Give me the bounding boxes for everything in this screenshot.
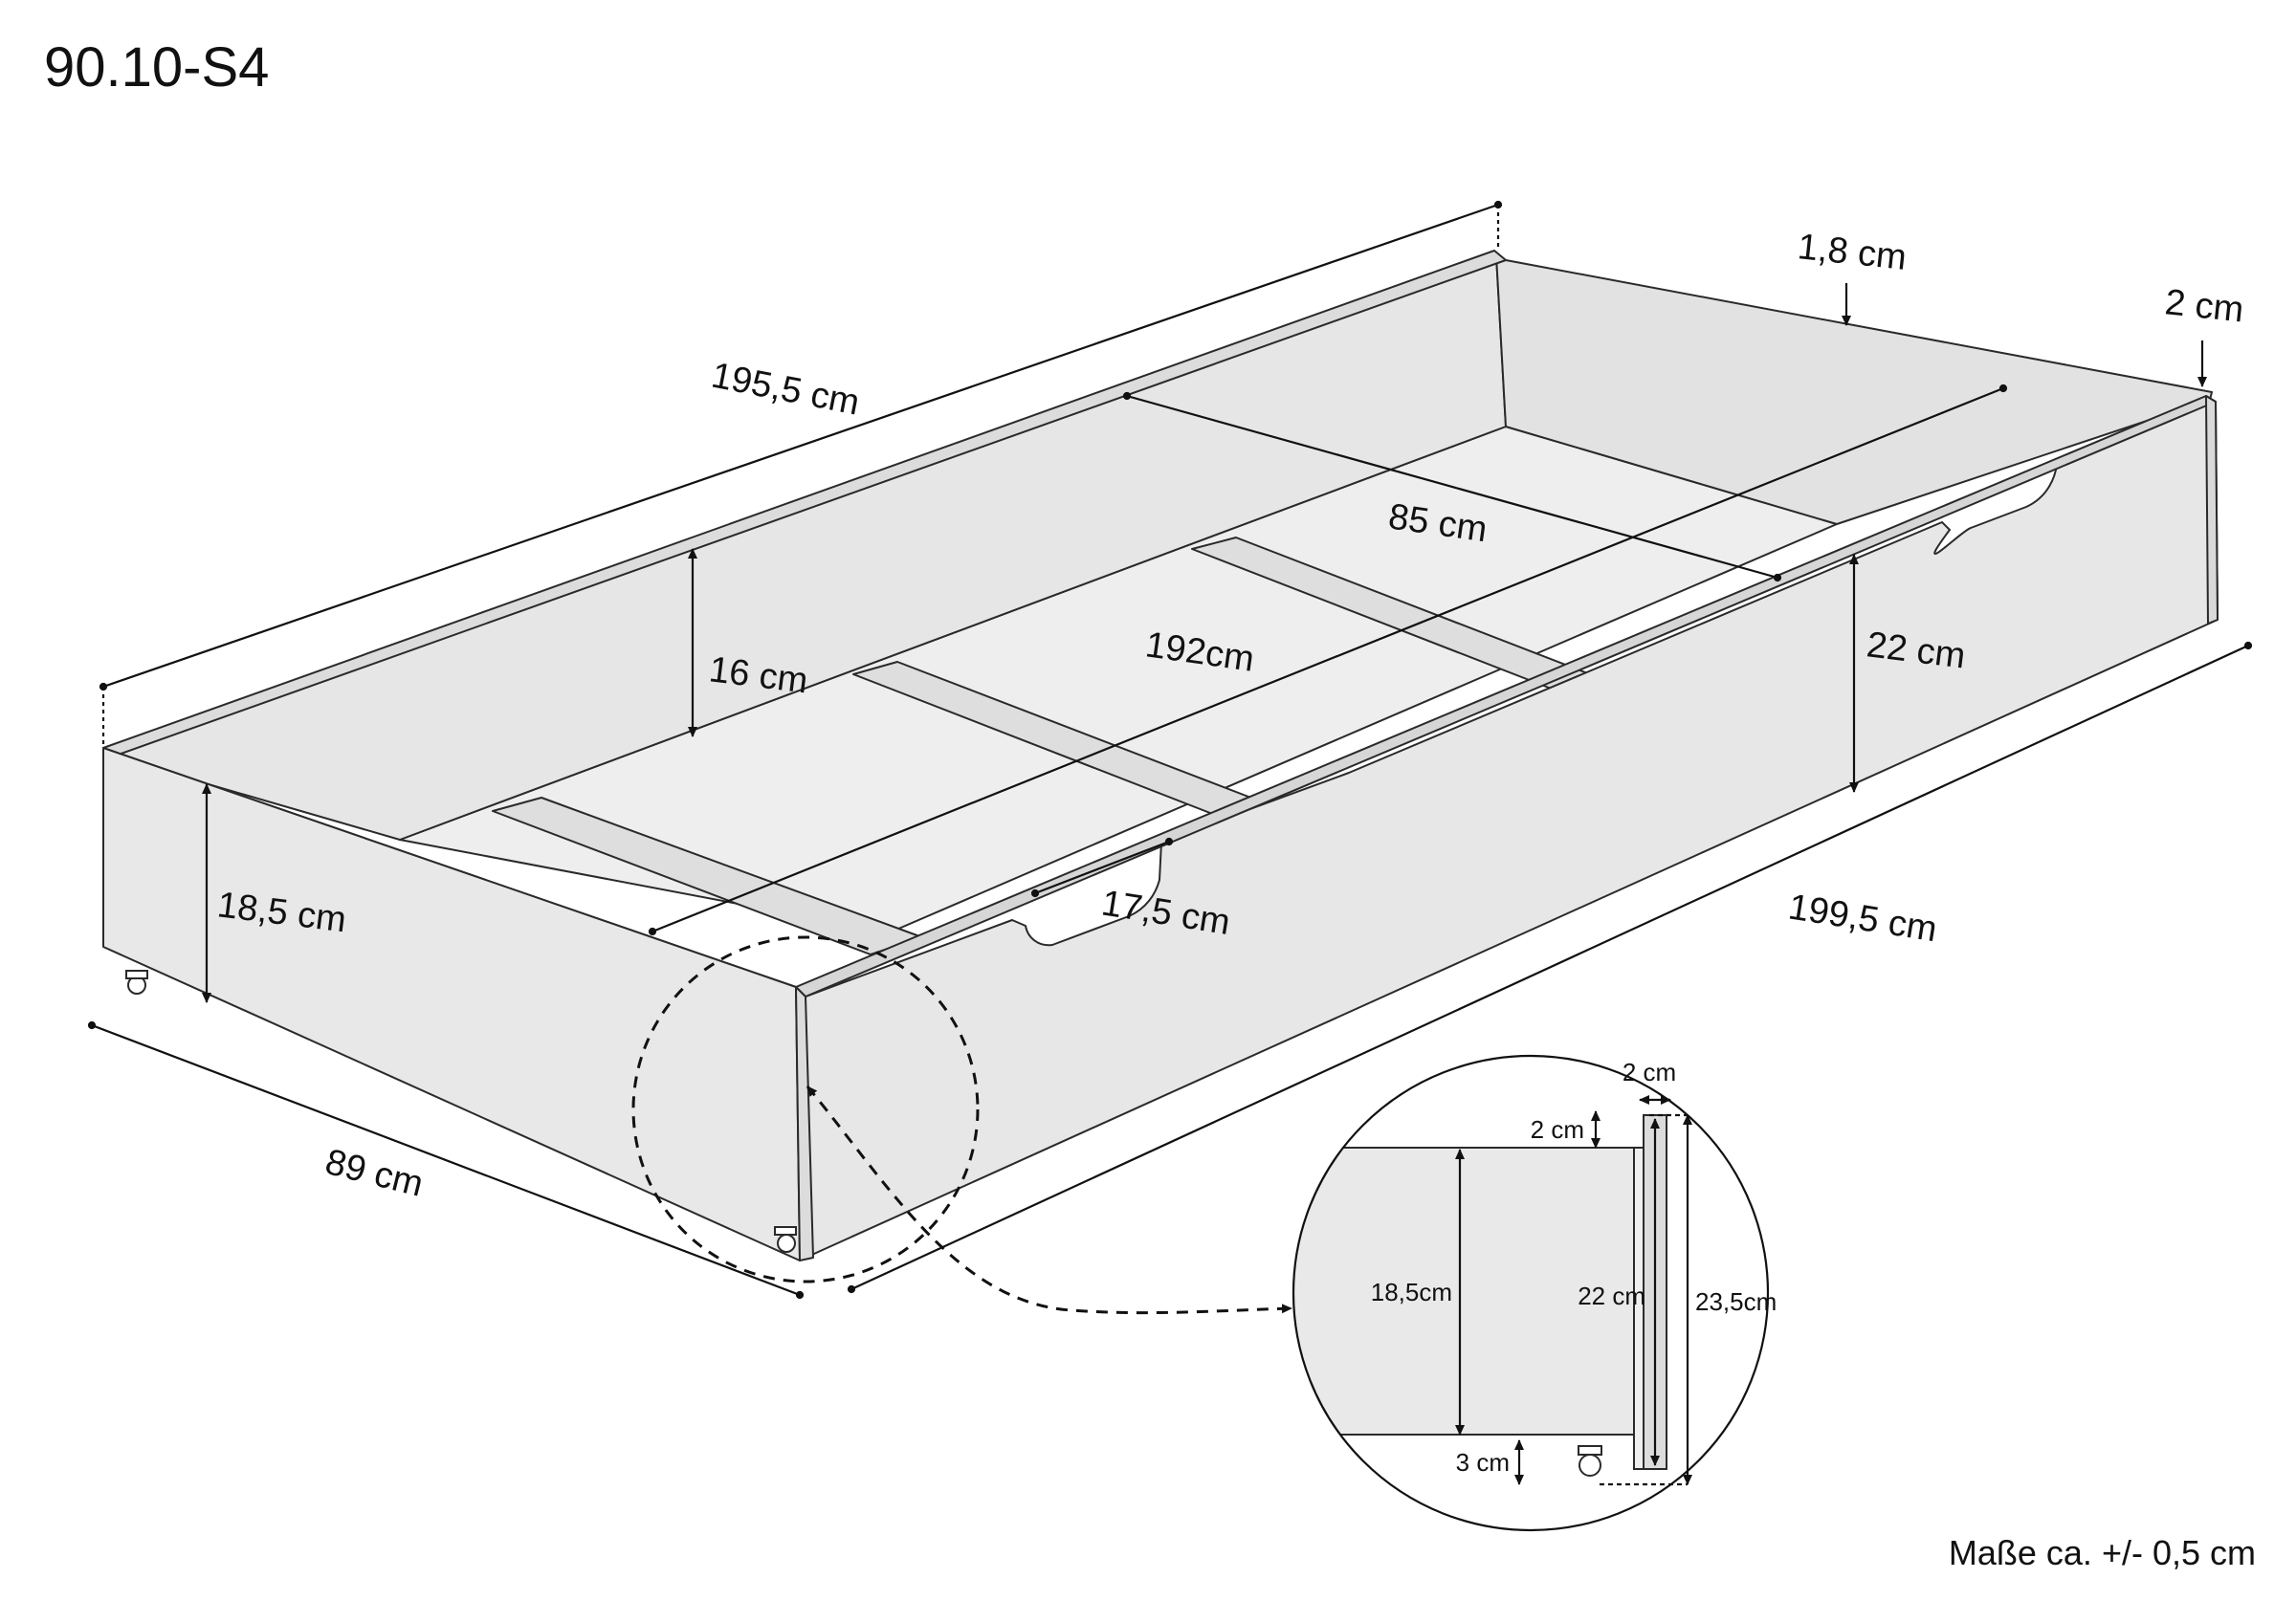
detail-total-height-label: 23,5cm bbox=[1695, 1287, 1777, 1316]
dim-192-end-b bbox=[1998, 384, 2008, 393]
label-front-board-thickness: 2 cm bbox=[2163, 282, 2245, 330]
detail-view: 2 cm 2 cm 18,5cm 22 cm 23,5cm 3 cm bbox=[1292, 1054, 1777, 1532]
detail-wheel bbox=[1578, 1454, 1601, 1477]
dim-85-end-b bbox=[1773, 573, 1782, 582]
label-front-panel-thickness: 1,8 cm bbox=[1796, 227, 1909, 278]
wheel-left-front-mount bbox=[774, 1226, 797, 1236]
drawer-body bbox=[102, 250, 2219, 1261]
castor-wheels bbox=[125, 970, 797, 1253]
detail-wheel-mount bbox=[1578, 1445, 1602, 1456]
dim-85-end-a bbox=[1122, 391, 1132, 401]
dim-17-5-end-b bbox=[1164, 837, 1174, 846]
wheel-left-front bbox=[777, 1234, 796, 1253]
detail-side-height-label: 18,5cm bbox=[1371, 1278, 1452, 1306]
callout-connector bbox=[806, 1086, 1292, 1315]
dim-85-line bbox=[1126, 394, 1778, 580]
right-end-board bbox=[2205, 395, 2219, 625]
detail-dims bbox=[1455, 1095, 1692, 1486]
label-width-outer: 89 cm bbox=[321, 1142, 428, 1205]
dim-89-end-b bbox=[795, 1290, 805, 1300]
dim-17-5-end-a bbox=[1030, 888, 1040, 898]
detail-circle-outline bbox=[1292, 1054, 1770, 1532]
label-length-outer: 195,5 cm bbox=[708, 356, 862, 424]
dim-192-line bbox=[651, 386, 2004, 933]
label-length-total: 199,5 cm bbox=[1786, 887, 1940, 950]
wheel-left-back-mount bbox=[125, 970, 148, 979]
dim-192-end-a bbox=[648, 927, 657, 936]
dim-89-line bbox=[91, 1023, 801, 1297]
detail-clearance-label: 3 cm bbox=[1456, 1448, 1510, 1477]
detail-front-height-label: 22 cm bbox=[1578, 1282, 1645, 1310]
dim-199-5-end-b bbox=[2243, 641, 2253, 650]
dim-89-end-a bbox=[87, 1020, 97, 1030]
dim-17-5-line bbox=[1034, 840, 1170, 895]
detail-front-board-inner bbox=[1633, 1147, 1645, 1470]
product-code: 90.10-S4 bbox=[44, 36, 269, 99]
detail-board-width-label: 2 cm bbox=[1623, 1058, 1676, 1086]
front-panel bbox=[805, 399, 2219, 1259]
dim-199-5-end-a bbox=[847, 1284, 856, 1294]
tolerance-note: Maße ca. +/- 0,5 cm bbox=[1949, 1533, 2256, 1572]
detail-top-gap-label: 2 cm bbox=[1531, 1115, 1584, 1144]
dim-195-5-line bbox=[102, 203, 1499, 689]
dimension-lines bbox=[87, 200, 2253, 1315]
